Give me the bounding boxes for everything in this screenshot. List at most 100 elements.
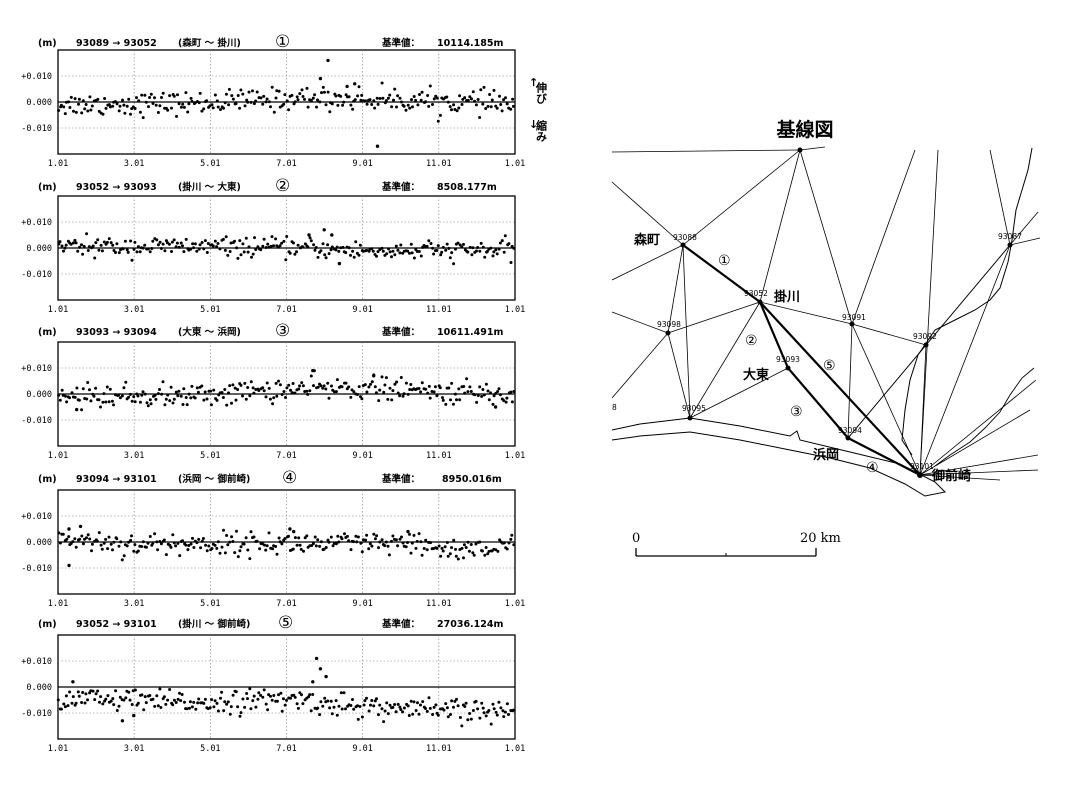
panel-2-point <box>441 245 445 249</box>
panel-2-xtick-4: 7.01 <box>276 305 296 315</box>
panel-4-point <box>439 554 443 558</box>
panel-3-point <box>327 396 331 400</box>
panel-3-point <box>174 390 178 394</box>
panel-5-point <box>396 702 400 706</box>
panel-2-point <box>278 244 282 248</box>
station-marker-93088 <box>680 242 686 248</box>
panel-1-points <box>57 58 515 148</box>
panel-4-point <box>349 548 353 552</box>
panel-2-header: (m) 93052 → 93093 (掛川 ～ 大東) ② 基準値： 8508.… <box>38 176 497 196</box>
panel-2-point <box>123 239 127 243</box>
panel-1-point <box>420 90 424 94</box>
panel-5-point <box>378 703 382 707</box>
panel-3-point <box>158 388 161 391</box>
panel-1-point <box>135 96 138 100</box>
panel-2-point <box>347 246 351 250</box>
panel-5-point <box>484 714 488 718</box>
panel-5-point <box>436 713 440 717</box>
panel-5-point <box>480 701 484 705</box>
panel-5-point <box>349 704 353 707</box>
panel-3-point <box>179 394 183 398</box>
panel-4-point <box>144 545 148 549</box>
panel-4-point <box>314 544 318 548</box>
panel-1-xtick-3: 5.01 <box>200 159 220 169</box>
panel-5-point <box>340 707 344 711</box>
panel-3-point <box>209 389 213 393</box>
panel-4-xtick-7: 1.01 <box>505 599 525 609</box>
panel-1-point <box>161 91 165 95</box>
panel-5-point <box>399 708 403 711</box>
panel-3-point <box>265 381 269 385</box>
panel-5-point <box>127 690 131 694</box>
panel-4-point <box>355 540 359 544</box>
panel-5-point <box>282 697 285 701</box>
panel-5-unit: (m) <box>38 619 57 630</box>
panel-2-point <box>86 249 90 252</box>
panel-5-point <box>419 703 422 707</box>
panel-5-point <box>257 691 261 695</box>
panel-2-segment: ② <box>275 176 290 196</box>
panel-3-point <box>105 385 109 389</box>
station-marker-93092 <box>923 342 929 348</box>
panel-1-point <box>148 96 152 99</box>
panel-5-point <box>188 706 191 710</box>
panel-2-point <box>117 251 121 255</box>
panel-1-point <box>490 98 494 102</box>
panel-4-point <box>380 538 384 542</box>
panel-2-point <box>215 245 219 249</box>
panel-3-point <box>428 396 432 400</box>
panel-4-point <box>115 537 119 541</box>
panel-5-point <box>104 697 108 701</box>
panel-5-ytick-2: 0.000 <box>26 683 52 693</box>
panel-5-point <box>406 704 410 708</box>
panel-1-point <box>309 98 313 102</box>
panel-2-point <box>155 238 159 242</box>
panel-1-point <box>243 104 247 108</box>
panel-2-point <box>481 245 485 249</box>
panel-2-point <box>448 256 452 260</box>
panel-5-point <box>109 699 113 703</box>
panel-1-point <box>402 104 406 108</box>
panel-1-point <box>492 88 496 92</box>
panel-1-point <box>267 100 271 104</box>
panel-1-point <box>353 98 357 102</box>
panel-5-point <box>225 702 229 706</box>
panel-5-point <box>99 695 103 699</box>
panel-5-point <box>356 717 360 721</box>
panel-1-point <box>168 94 172 98</box>
panel-3-point <box>326 381 330 385</box>
station-marker-93098 <box>665 330 671 336</box>
panel-2-point <box>454 247 457 251</box>
panel-1-point <box>74 110 78 114</box>
segment-label-1: ① <box>718 253 731 269</box>
panel-4-point <box>291 547 295 551</box>
panel-4-point <box>81 542 85 546</box>
panel-3-point <box>243 381 247 385</box>
panel-4-point <box>406 541 409 544</box>
panel-3-point <box>141 390 145 394</box>
panel-1-point <box>107 103 111 107</box>
panel-3-point <box>482 393 486 397</box>
panel-3-point <box>462 385 466 388</box>
panel-3-point <box>57 393 61 397</box>
panel-1-point <box>318 100 322 104</box>
panel-2-outlier-1 <box>322 228 326 232</box>
panel-4-xtick-5: 9.01 <box>352 599 372 609</box>
panel-4-ytick-1: +0.010 <box>21 512 52 522</box>
panel-1-point <box>156 111 160 114</box>
panel-3-point <box>466 390 470 394</box>
panel-5-point <box>86 698 89 702</box>
panel-5-point <box>449 713 452 716</box>
panel-1-point <box>252 102 256 106</box>
panel-1-point <box>388 93 392 97</box>
panel-4-point <box>324 546 328 549</box>
panel-4-point <box>117 544 121 548</box>
panel-3-point <box>497 387 501 391</box>
panel-4-point <box>298 543 302 547</box>
panel-1-point <box>511 104 515 108</box>
panel-2-point <box>58 240 62 244</box>
panel-3-point <box>383 383 387 387</box>
panel-4-point <box>199 546 203 550</box>
panel-5-point <box>412 700 416 704</box>
